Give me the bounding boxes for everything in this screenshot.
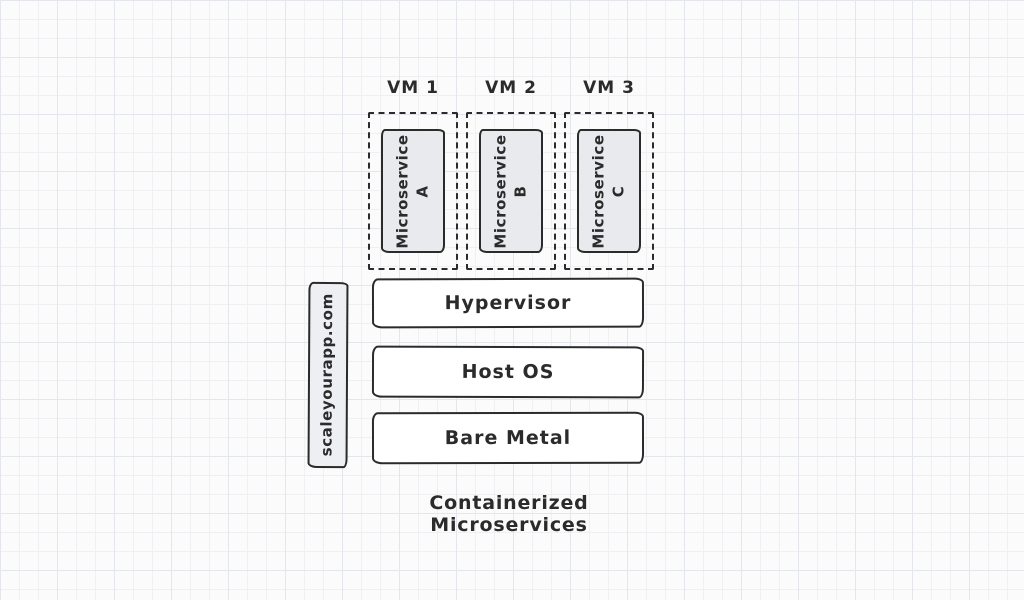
watermark-box: scaleyourapp.com xyxy=(307,281,349,469)
microservice-c-label: Microservice C xyxy=(590,134,629,248)
vm-2-boundary: Microservice B xyxy=(466,112,556,270)
microservice-b-label: Microservice B xyxy=(492,134,531,248)
vm-1-column: VM 1 Microservice A xyxy=(368,78,458,270)
layer-hypervisor: Hypervisor xyxy=(371,277,645,329)
vm-1-boundary: Microservice A xyxy=(368,112,458,270)
microservice-b-instance: B xyxy=(511,184,530,198)
microservice-c-name: Microservice xyxy=(589,133,608,249)
watermark-text: scaleyourapp.com xyxy=(317,293,337,457)
vm-2-label: VM 2 xyxy=(485,78,537,98)
microservice-a-label: Microservice A xyxy=(394,134,433,248)
microservice-a-name: Microservice xyxy=(393,133,412,249)
vm-1-label: VM 1 xyxy=(387,78,439,98)
vm-3-label: VM 3 xyxy=(583,78,635,98)
vm-3-column: VM 3 Microservice C xyxy=(564,78,654,270)
vm-3-boundary: Microservice C xyxy=(564,112,654,270)
microservice-c-instance: C xyxy=(609,185,628,197)
layer-host-os: Host OS xyxy=(371,345,645,399)
diagram-caption: Containerized Microservices xyxy=(429,492,589,536)
microservice-a-box: Microservice A xyxy=(381,129,445,253)
microservice-b-box: Microservice B xyxy=(479,129,543,253)
layer-bare-metal: Bare Metal xyxy=(371,411,645,465)
microservice-b-name: Microservice xyxy=(491,133,510,249)
vm-2-column: VM 2 Microservice B xyxy=(466,78,556,270)
microservice-c-box: Microservice C xyxy=(577,129,641,253)
microservice-a-instance: A xyxy=(413,184,432,198)
